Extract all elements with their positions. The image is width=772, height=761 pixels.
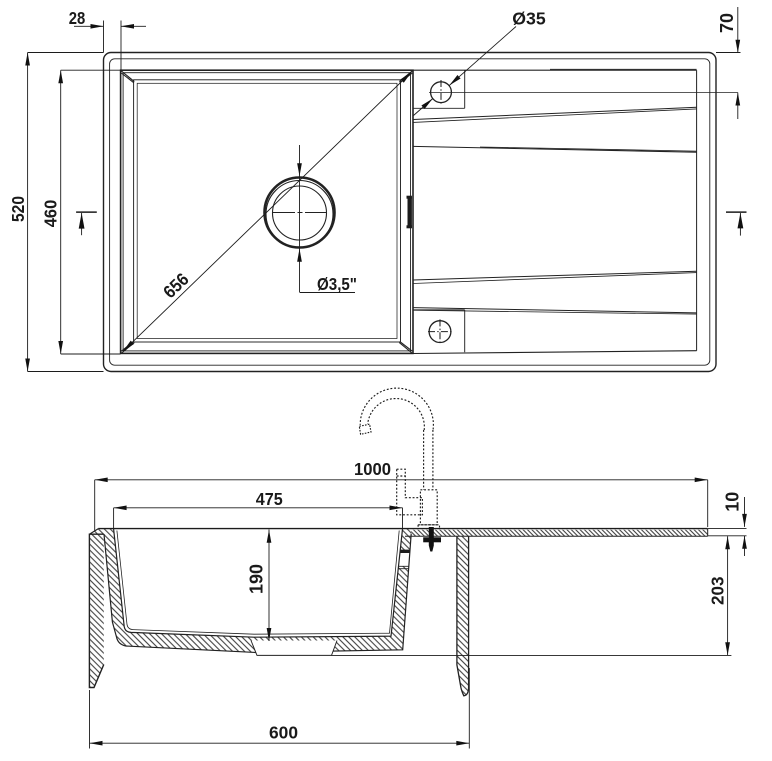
svg-text:520: 520 — [8, 196, 28, 222]
svg-text:28: 28 — [69, 9, 85, 29]
svg-text:70: 70 — [717, 13, 737, 33]
svg-text:190: 190 — [247, 564, 267, 594]
svg-text:10: 10 — [722, 492, 742, 512]
svg-text:460: 460 — [40, 200, 61, 227]
svg-text:475: 475 — [256, 489, 283, 509]
svg-text:1000: 1000 — [354, 458, 391, 479]
svg-text:Ø35: Ø35 — [512, 8, 546, 28]
svg-text:600: 600 — [269, 722, 298, 742]
svg-text:Ø3,5": Ø3,5" — [317, 274, 357, 295]
svg-text:203: 203 — [707, 576, 728, 605]
